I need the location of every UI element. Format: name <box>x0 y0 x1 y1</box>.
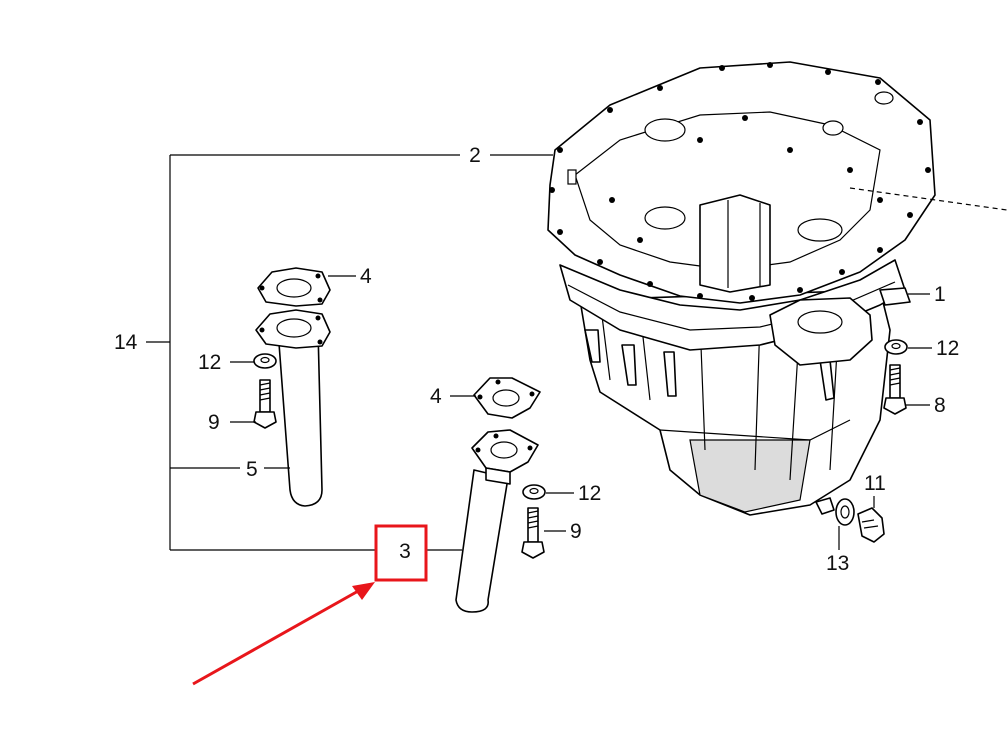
oil-pan <box>559 259 911 516</box>
label-4-left: 4 <box>360 265 372 288</box>
highlight-box <box>374 524 428 582</box>
label-9-left: 9 <box>208 411 220 434</box>
centre-pipe-assembly <box>455 377 541 613</box>
highlight-arrow-shaft <box>192 588 361 686</box>
label-8: 8 <box>934 394 946 417</box>
label-9-centre: 9 <box>570 520 582 543</box>
label-1: 1 <box>934 283 946 306</box>
leader-lines <box>146 154 932 551</box>
highlight-arrow-head <box>352 582 375 600</box>
label-2: 2 <box>469 144 481 167</box>
label-12-right: 12 <box>936 337 959 360</box>
gasket-bolt-holes <box>549 62 931 301</box>
label-12-centre: 12 <box>578 482 601 505</box>
right-washer-bolt <box>883 339 908 415</box>
left-washer-bolt <box>253 353 277 429</box>
left-pipe-assembly <box>255 267 331 507</box>
drain-plug <box>815 497 885 543</box>
label-12-left: 12 <box>198 351 221 374</box>
gasket <box>547 61 1007 304</box>
centre-washer-bolt <box>521 484 546 559</box>
label-14: 14 <box>114 331 138 354</box>
label-13: 13 <box>826 552 849 575</box>
label-4-centre: 4 <box>430 385 442 408</box>
label-3: 3 <box>399 540 411 563</box>
highlight-annotation <box>192 524 428 686</box>
callout-labels: 2 1 4 14 12 9 5 4 12 9 12 8 11 13 3 <box>114 144 959 575</box>
label-11: 11 <box>864 472 886 495</box>
label-5: 5 <box>246 458 258 481</box>
